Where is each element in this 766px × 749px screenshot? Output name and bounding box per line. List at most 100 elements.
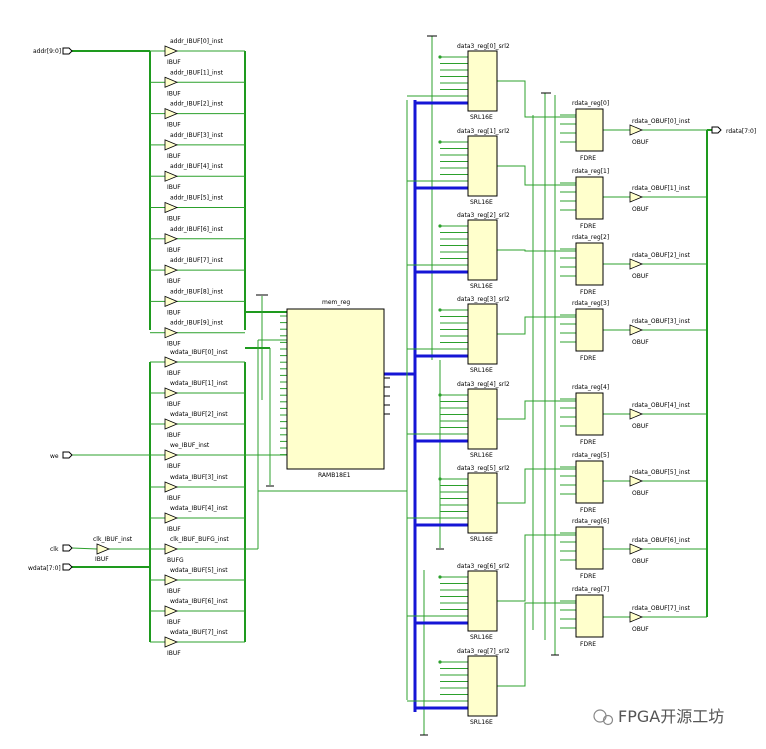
ibuf-label-16: clk_IBUF_BUFG_inst: [170, 536, 229, 543]
watermark-logo-icon-2: [602, 714, 614, 726]
srl-junction-7: [438, 660, 442, 664]
ram-name: mem_reg: [322, 299, 350, 306]
fdre-type-6: FDRE: [580, 573, 596, 580]
fdre-label-3: rdata_reg[3]: [572, 300, 609, 307]
ibuf-label-11: wdata_IBUF[1]_inst: [170, 380, 228, 387]
srl-junction-3: [438, 308, 442, 312]
port-clk: [62, 544, 73, 552]
srl-junction-4: [438, 393, 442, 397]
ibuf-triangle-8: [164, 295, 179, 307]
obuf-label-1: rdata_OBUF[1]_inst: [632, 185, 691, 192]
obuf-label-2: rdata_OBUF[2]_inst: [632, 252, 691, 259]
srl-to-fdre-4: [497, 400, 576, 420]
srl-type-4: SRL16E: [470, 452, 493, 459]
ibuf-label-5: addr_IBUF[5]_inst: [170, 195, 224, 202]
srl-junction-0: [438, 55, 442, 59]
ibuf-triangle-13: [164, 449, 179, 461]
port-rdata: [711, 126, 722, 134]
fdre-label-4: rdata_reg[4]: [572, 384, 609, 391]
ibuf-label-2: addr_IBUF[2]_inst: [170, 101, 224, 108]
srl-block-5: [467, 472, 498, 534]
port-label-rdata: rdata[7:0]: [726, 128, 756, 135]
fdre-block-6: [575, 526, 604, 570]
srl-to-fdre-6: [497, 534, 576, 602]
ibuf-triangle-0: [164, 45, 179, 57]
ibuf-triangle-4: [164, 170, 179, 182]
port-label-clk: clk: [50, 546, 59, 553]
port-label-we: we: [50, 453, 59, 460]
obuf-type-5: OBUF: [632, 490, 649, 497]
ibuf-type-12: IBUF: [167, 432, 181, 439]
srl-to-fdre-7: [497, 602, 576, 687]
ibuf-type-8: IBUF: [167, 309, 181, 316]
ibuf-label-0: addr_IBUF[0]_inst: [170, 38, 224, 45]
srl-block-2: [467, 219, 498, 281]
obuf-triangle-0: [629, 124, 644, 136]
fdre-label-5: rdata_reg[5]: [572, 452, 609, 459]
fdre-type-3: FDRE: [580, 355, 596, 362]
obuf-triangle-6: [629, 543, 644, 555]
ibuf-label-6: addr_IBUF[6]_inst: [170, 226, 224, 233]
obuf-triangle-1: [629, 191, 644, 203]
fdre-label-0: rdata_reg[0]: [572, 100, 609, 107]
srl-to-fdre-2: [497, 249, 576, 252]
ibuf-triangle-17: [164, 574, 179, 586]
srl-type-2: SRL16E: [470, 283, 493, 290]
fdre-label-6: rdata_reg[6]: [572, 518, 609, 525]
srl-junction-6: [438, 575, 442, 579]
fdre-type-7: FDRE: [580, 641, 596, 648]
srl-to-fdre-0: [497, 80, 576, 118]
ibuf-triangle-12: [164, 418, 179, 430]
fdre-type-4: FDRE: [580, 439, 596, 446]
ibuf-type-15: IBUF: [167, 526, 181, 533]
ibuf-type-5: IBUF: [167, 216, 181, 223]
ibuf-label-17: wdata_IBUF[5]_inst: [170, 567, 228, 574]
obuf-triangle-2: [629, 258, 644, 270]
srl-junction-1: [438, 140, 442, 144]
srl-label-1: data3_reg[1]_srl2: [457, 128, 510, 135]
ibuf-label-13: we_IBUF_inst: [170, 442, 210, 449]
ibuf-type-13: IBUF: [167, 463, 181, 470]
obuf-triangle-5: [629, 475, 644, 487]
ibuf-type-4: IBUF: [167, 184, 181, 191]
ibuf-triangle-6: [164, 233, 179, 245]
fdre-type-0: FDRE: [580, 155, 596, 162]
srl-type-3: SRL16E: [470, 367, 493, 374]
ibuf-type-3: IBUF: [167, 153, 181, 160]
ibuf-label-18: wdata_IBUF[6]_inst: [170, 598, 228, 605]
ibuf-label-8: addr_IBUF[8]_inst: [170, 288, 224, 295]
ibuf-triangle-18: [164, 605, 179, 617]
port-label-wdata: wdata[7:0]: [28, 565, 61, 572]
srl-label-2: data3_reg[2]_srl2: [457, 212, 510, 219]
obuf-triangle-4: [629, 408, 644, 420]
ibuf-type-7: IBUF: [167, 278, 181, 285]
ibuf-label-4: addr_IBUF[4]_inst: [170, 163, 224, 170]
ibuf-label-3: addr_IBUF[3]_inst: [170, 132, 224, 139]
ibuf-type-17: IBUF: [167, 588, 181, 595]
obuf-triangle-7: [629, 611, 644, 623]
obuf-type-1: OBUF: [632, 206, 649, 213]
fdre-type-5: FDRE: [580, 507, 596, 514]
ibuf-triangle-9: [164, 327, 179, 339]
obuf-label-5: rdata_OBUF[5]_inst: [632, 469, 691, 476]
ibuf-type-19: IBUF: [167, 650, 181, 657]
ibuf-label-1: addr_IBUF[1]_inst: [170, 69, 224, 76]
obuf-label-0: rdata_OBUF[0]_inst: [632, 118, 691, 125]
ibuf-triangle-2: [164, 107, 179, 120]
port-we: [62, 451, 73, 459]
ibuf-label-9: addr_IBUF[9]_inst: [170, 320, 224, 327]
ibuf-type-2: IBUF: [167, 122, 181, 129]
obuf-label-3: rdata_OBUF[3]_inst: [632, 318, 691, 325]
ibuf-type-16: BUFG: [167, 557, 184, 564]
srl-label-3: data3_reg[3]_srl2: [457, 296, 510, 303]
ibuf-triangle-7: [164, 264, 179, 276]
fdre-block-1: [575, 176, 604, 220]
srl-label-5: data3_reg[5]_srl2: [457, 465, 510, 472]
clk-ibuf-type: IBUF: [95, 556, 109, 563]
ibuf-type-14: IBUF: [167, 495, 181, 502]
srl-label-4: data3_reg[4]_srl2: [457, 381, 510, 388]
ibuf-type-10: IBUF: [167, 370, 181, 377]
srl-label-6: data3_reg[6]_srl2: [457, 563, 510, 570]
fdre-type-1: FDRE: [580, 223, 596, 230]
srl-junction-5: [438, 477, 442, 481]
